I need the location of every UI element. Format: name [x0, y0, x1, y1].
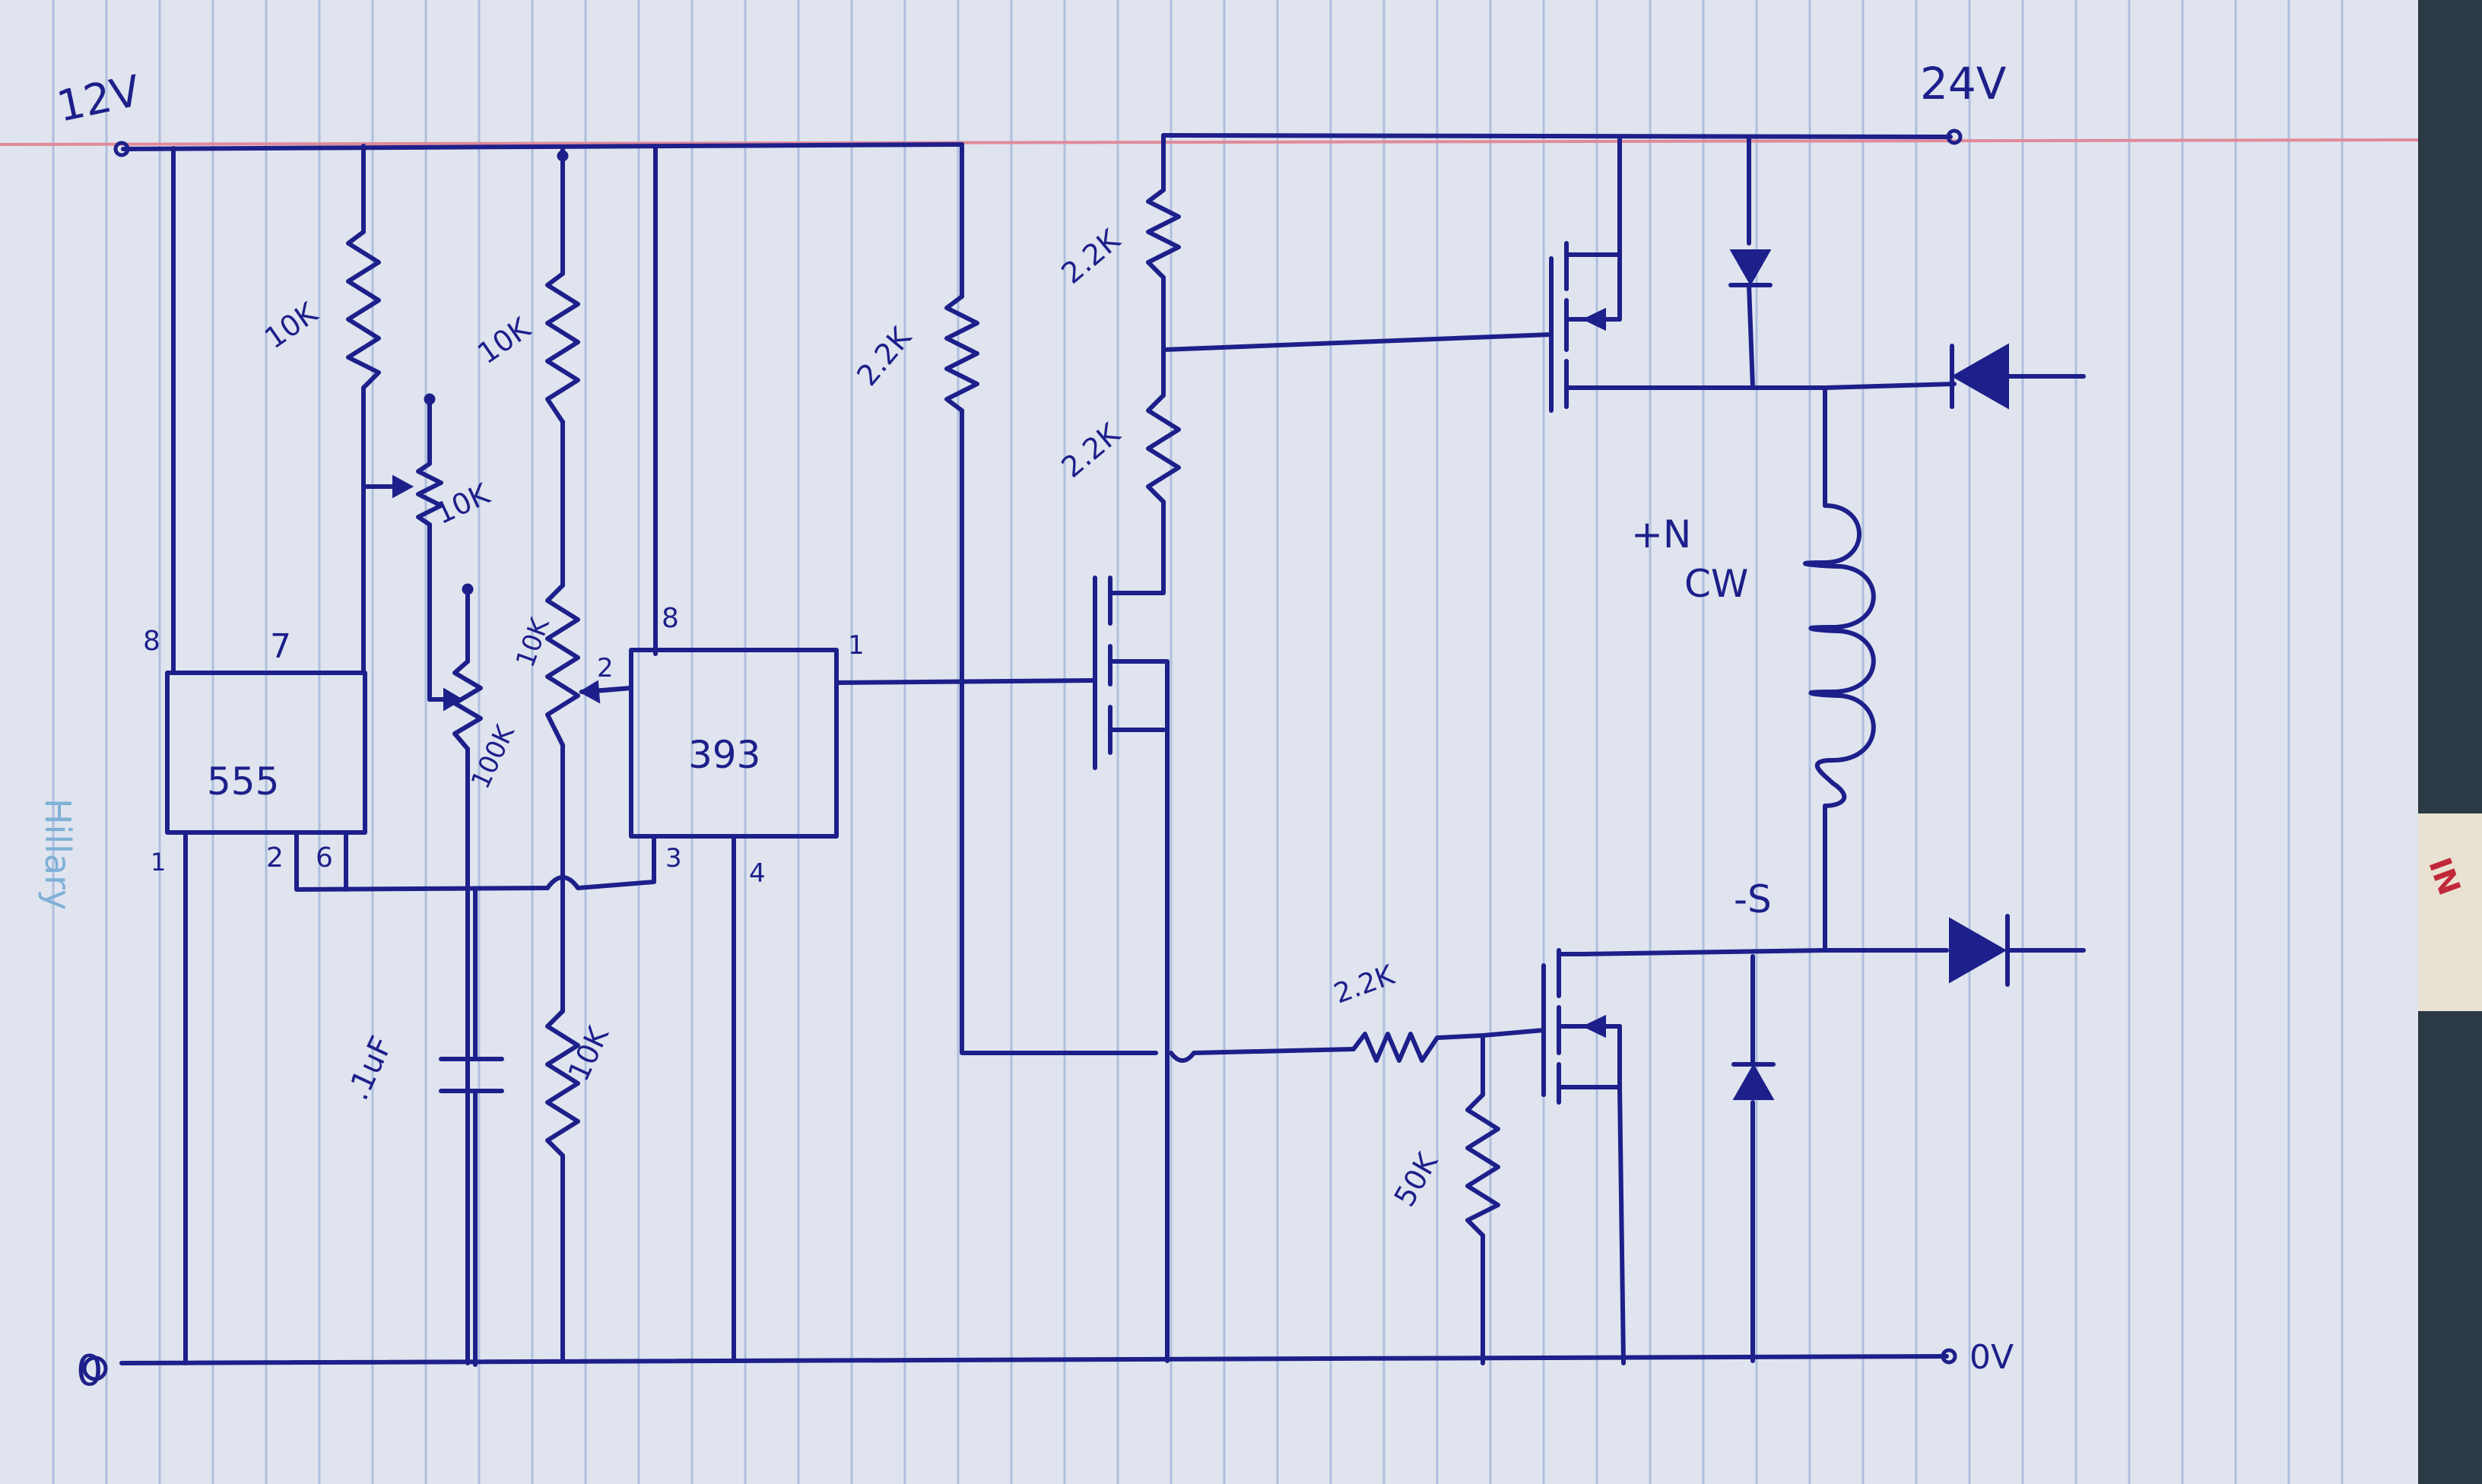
pin-393-4: 4	[749, 858, 766, 889]
terminals	[82, 128, 1963, 1381]
diode-low-side	[1731, 1062, 1776, 1100]
margin-line	[0, 138, 2418, 146]
mosfet-driver	[1093, 576, 1124, 770]
pin-393-8: 8	[662, 603, 679, 634]
resistors	[346, 188, 1500, 1238]
pin-555-6: 6	[316, 842, 333, 874]
resistor-50k	[1465, 1092, 1500, 1238]
edge-fragment-text: IN	[2421, 853, 2468, 900]
label-r-gate-2: 2.2K	[1055, 417, 1127, 484]
label-0v-right: 0V	[1969, 1338, 2014, 1377]
coil-label-pos: +N	[1631, 512, 1691, 556]
label-r-gate-1: 2.2K	[1055, 223, 1127, 290]
ic-555	[165, 671, 367, 835]
coil-label-neg: -S	[1734, 877, 1772, 921]
pin-393-3: 3	[665, 843, 682, 874]
label-cap: .1uF	[340, 1031, 399, 1105]
pin-555-1: 1	[151, 848, 166, 877]
label-24v: 24V	[1920, 58, 2007, 109]
label-pot-100k: 100K	[465, 719, 522, 793]
resistor-10k-timer	[346, 230, 381, 390]
ic-393	[629, 648, 839, 839]
label-0v-left: 0	[76, 1346, 103, 1396]
label-pot-div: 10K	[510, 613, 557, 671]
label-12v: 12V	[52, 66, 144, 132]
pin-393-2: 2	[597, 653, 614, 683]
resistor-10k-divider-top	[545, 271, 580, 424]
resistor-10k-divider-bottom	[545, 1009, 580, 1158]
resistor-2k2-gate-2	[1146, 393, 1181, 504]
coil-label-cw: CW	[1684, 562, 1748, 606]
resistor-2k2-gate-1	[1146, 188, 1181, 280]
coil-inductor	[1803, 503, 1876, 808]
potentiometer-10k-divider	[545, 583, 580, 747]
label-r-div-top: 10K	[471, 311, 537, 371]
labels: 12V 24V 0 0V 555 393 8 7 1 2 6 8 2 1 3 4…	[37, 58, 2014, 1396]
mosfet-low-side	[1541, 948, 1622, 1105]
edge-paper-fragment: IN	[2418, 813, 2482, 1011]
wires	[119, 133, 2086, 1365]
label-r-div-bottom: 10K	[561, 1021, 615, 1086]
pin-555-8: 8	[143, 626, 160, 657]
diode-output-bottom	[1949, 914, 2010, 987]
potentiometer-100k	[452, 659, 483, 751]
notebook-paper: 12V 24V 0 0V 555 393 8 7 1 2 6 8 2 1 3 4…	[0, 0, 2418, 1484]
capacitor	[439, 887, 504, 1367]
potentiometer-10k	[416, 461, 443, 527]
margin-note: Hillary	[37, 798, 78, 910]
resistor-2k2-pullup	[944, 294, 979, 413]
resistor-2k2-gate-low	[1351, 1032, 1439, 1063]
ruled-lines	[52, 0, 2344, 1484]
ic-393-label: 393	[688, 733, 760, 777]
label-r-gate-low: 2.2K	[1330, 959, 1399, 1010]
pin-393-1: 1	[848, 630, 865, 661]
pin-555-7: 7	[270, 627, 291, 666]
diode-high-side	[1728, 249, 1773, 287]
label-r-pullup: 2.2K	[850, 320, 918, 392]
mosfet-high-side	[1549, 241, 1622, 413]
label-r-timer-top: 10K	[259, 296, 324, 356]
diode-output-top	[1950, 343, 2009, 410]
pot-wipers	[361, 150, 633, 712]
circuit-schematic: 12V 24V 0 0V 555 393 8 7 1 2 6 8 2 1 3 4…	[0, 0, 2418, 1484]
pin-555-2: 2	[266, 842, 284, 874]
ic-555-label: 555	[207, 759, 279, 804]
